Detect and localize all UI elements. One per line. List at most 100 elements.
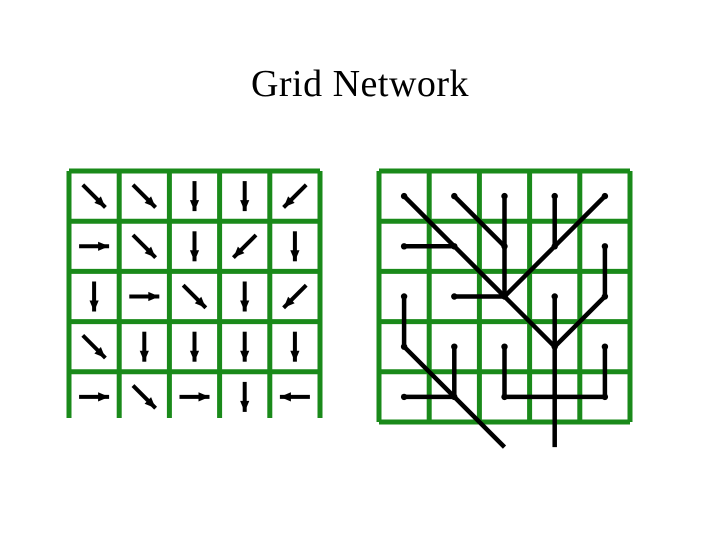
- network-edge: [400, 393, 455, 401]
- edge-tail-node: [601, 192, 609, 200]
- arrow-left-arrow: [279, 392, 310, 402]
- network-edge: [501, 243, 508, 297]
- arrow-down-left-arrow: [231, 233, 258, 260]
- network-edge: [601, 343, 609, 397]
- edge-tail-node: [400, 343, 408, 350]
- edge-tail-node: [400, 243, 408, 250]
- network-edge: [400, 243, 455, 250]
- arrow-right-arrow: [79, 241, 110, 251]
- edge-tail-node: [551, 243, 558, 250]
- arrow-head-icon: [198, 392, 210, 402]
- network-edge: [554, 393, 609, 401]
- network-edge: [501, 192, 508, 247]
- arrow-down-left-arrow: [282, 183, 308, 209]
- edge-tail-node: [400, 393, 408, 401]
- edge-line: [553, 294, 607, 349]
- arrow-head-icon: [279, 392, 291, 402]
- network-edge: [501, 343, 508, 397]
- edge-line: [502, 244, 557, 299]
- arrow-head-icon: [98, 241, 110, 251]
- arrow-head-icon: [144, 246, 156, 258]
- arrow-down-right-arrow: [81, 333, 107, 360]
- network-edge: [502, 243, 558, 299]
- network-edge: [501, 393, 555, 401]
- network-edge: [451, 192, 507, 248]
- arrow-head-icon: [144, 196, 156, 208]
- network-edge: [553, 293, 609, 349]
- edge-tail-node: [501, 192, 508, 200]
- edge-tail-node: [400, 293, 408, 300]
- network-edge: [451, 393, 507, 449]
- arrow-head-icon: [233, 246, 245, 258]
- edge-tail-node: [551, 393, 558, 401]
- network-edge: [553, 192, 609, 248]
- arrow-head-icon: [94, 196, 106, 208]
- arrow-head-icon: [189, 250, 200, 262]
- arrow-down-right-arrow: [81, 183, 107, 209]
- arrow-down-right-arrow: [131, 233, 158, 260]
- network-edge: [400, 293, 408, 347]
- edge-tail-node: [501, 293, 508, 300]
- arrow-head-icon: [189, 350, 200, 362]
- arrow-head-icon: [283, 196, 295, 208]
- edge-line: [502, 294, 557, 349]
- edge-tail-node: [501, 243, 508, 250]
- edge-tail-node: [601, 243, 609, 250]
- arrow-head-icon: [189, 200, 200, 212]
- arrow-down-arrow: [189, 331, 200, 362]
- network-edge: [400, 343, 456, 399]
- network-edge: [451, 293, 505, 300]
- edge-tail-node: [400, 192, 408, 200]
- arrow-down-arrow: [240, 281, 250, 312]
- arrow-head-icon: [290, 350, 300, 362]
- network-edge: [601, 243, 609, 297]
- arrow-head-icon: [240, 300, 250, 312]
- edge-line: [452, 194, 507, 248]
- grid-lines-group: [66, 168, 323, 418]
- arrow-down-arrow: [240, 381, 250, 412]
- edge-tail-node: [451, 293, 458, 300]
- arrow-down-arrow: [89, 281, 99, 312]
- arrow-head-icon: [290, 250, 300, 262]
- edge-tail-node: [501, 393, 508, 401]
- edge-line: [402, 194, 456, 248]
- network-edge: [551, 293, 558, 347]
- arrow-down-arrow: [189, 231, 200, 262]
- edge-tail-node: [551, 192, 558, 200]
- arrow-down-arrow: [240, 181, 250, 212]
- arrow-down-right-arrow: [181, 283, 208, 310]
- arrow-head-icon: [98, 392, 110, 402]
- edge-tail-node: [551, 293, 558, 300]
- network-edge: [501, 293, 557, 349]
- arrow-down-arrow: [240, 331, 250, 362]
- arrow-down-arrow: [189, 181, 200, 212]
- edge-tail-node: [451, 393, 458, 401]
- arrow-right-arrow: [179, 392, 210, 402]
- arrow-grid-svg: [66, 168, 323, 418]
- arrow-down-right-arrow: [131, 183, 158, 209]
- edge-line: [553, 194, 607, 248]
- edge-tail-node: [451, 343, 458, 350]
- edge-line: [402, 345, 456, 399]
- edge-line: [452, 395, 507, 449]
- edge-tail-node: [601, 393, 609, 401]
- network-edge: [400, 192, 456, 248]
- network-edge: [551, 393, 558, 448]
- arrow-down-right-arrow: [131, 384, 158, 410]
- arrow-down-left-arrow: [282, 283, 308, 310]
- arrow-head-icon: [240, 200, 250, 212]
- edge-tail-node: [501, 343, 508, 350]
- arrow-head-icon: [283, 296, 295, 308]
- arrow-grid-panel: [66, 168, 323, 418]
- arrow-head-icon: [94, 346, 106, 359]
- arrow-head-icon: [144, 397, 156, 409]
- edge-tail-node: [601, 293, 609, 300]
- edge-tail-node: [451, 192, 458, 200]
- tree-grid-panel: [356, 148, 676, 478]
- network-edges-group: [400, 192, 609, 449]
- arrow-head-icon: [240, 400, 250, 412]
- arrow-right-arrow: [79, 392, 110, 402]
- arrow-head-icon: [148, 291, 160, 302]
- arrow-head-icon: [89, 300, 99, 312]
